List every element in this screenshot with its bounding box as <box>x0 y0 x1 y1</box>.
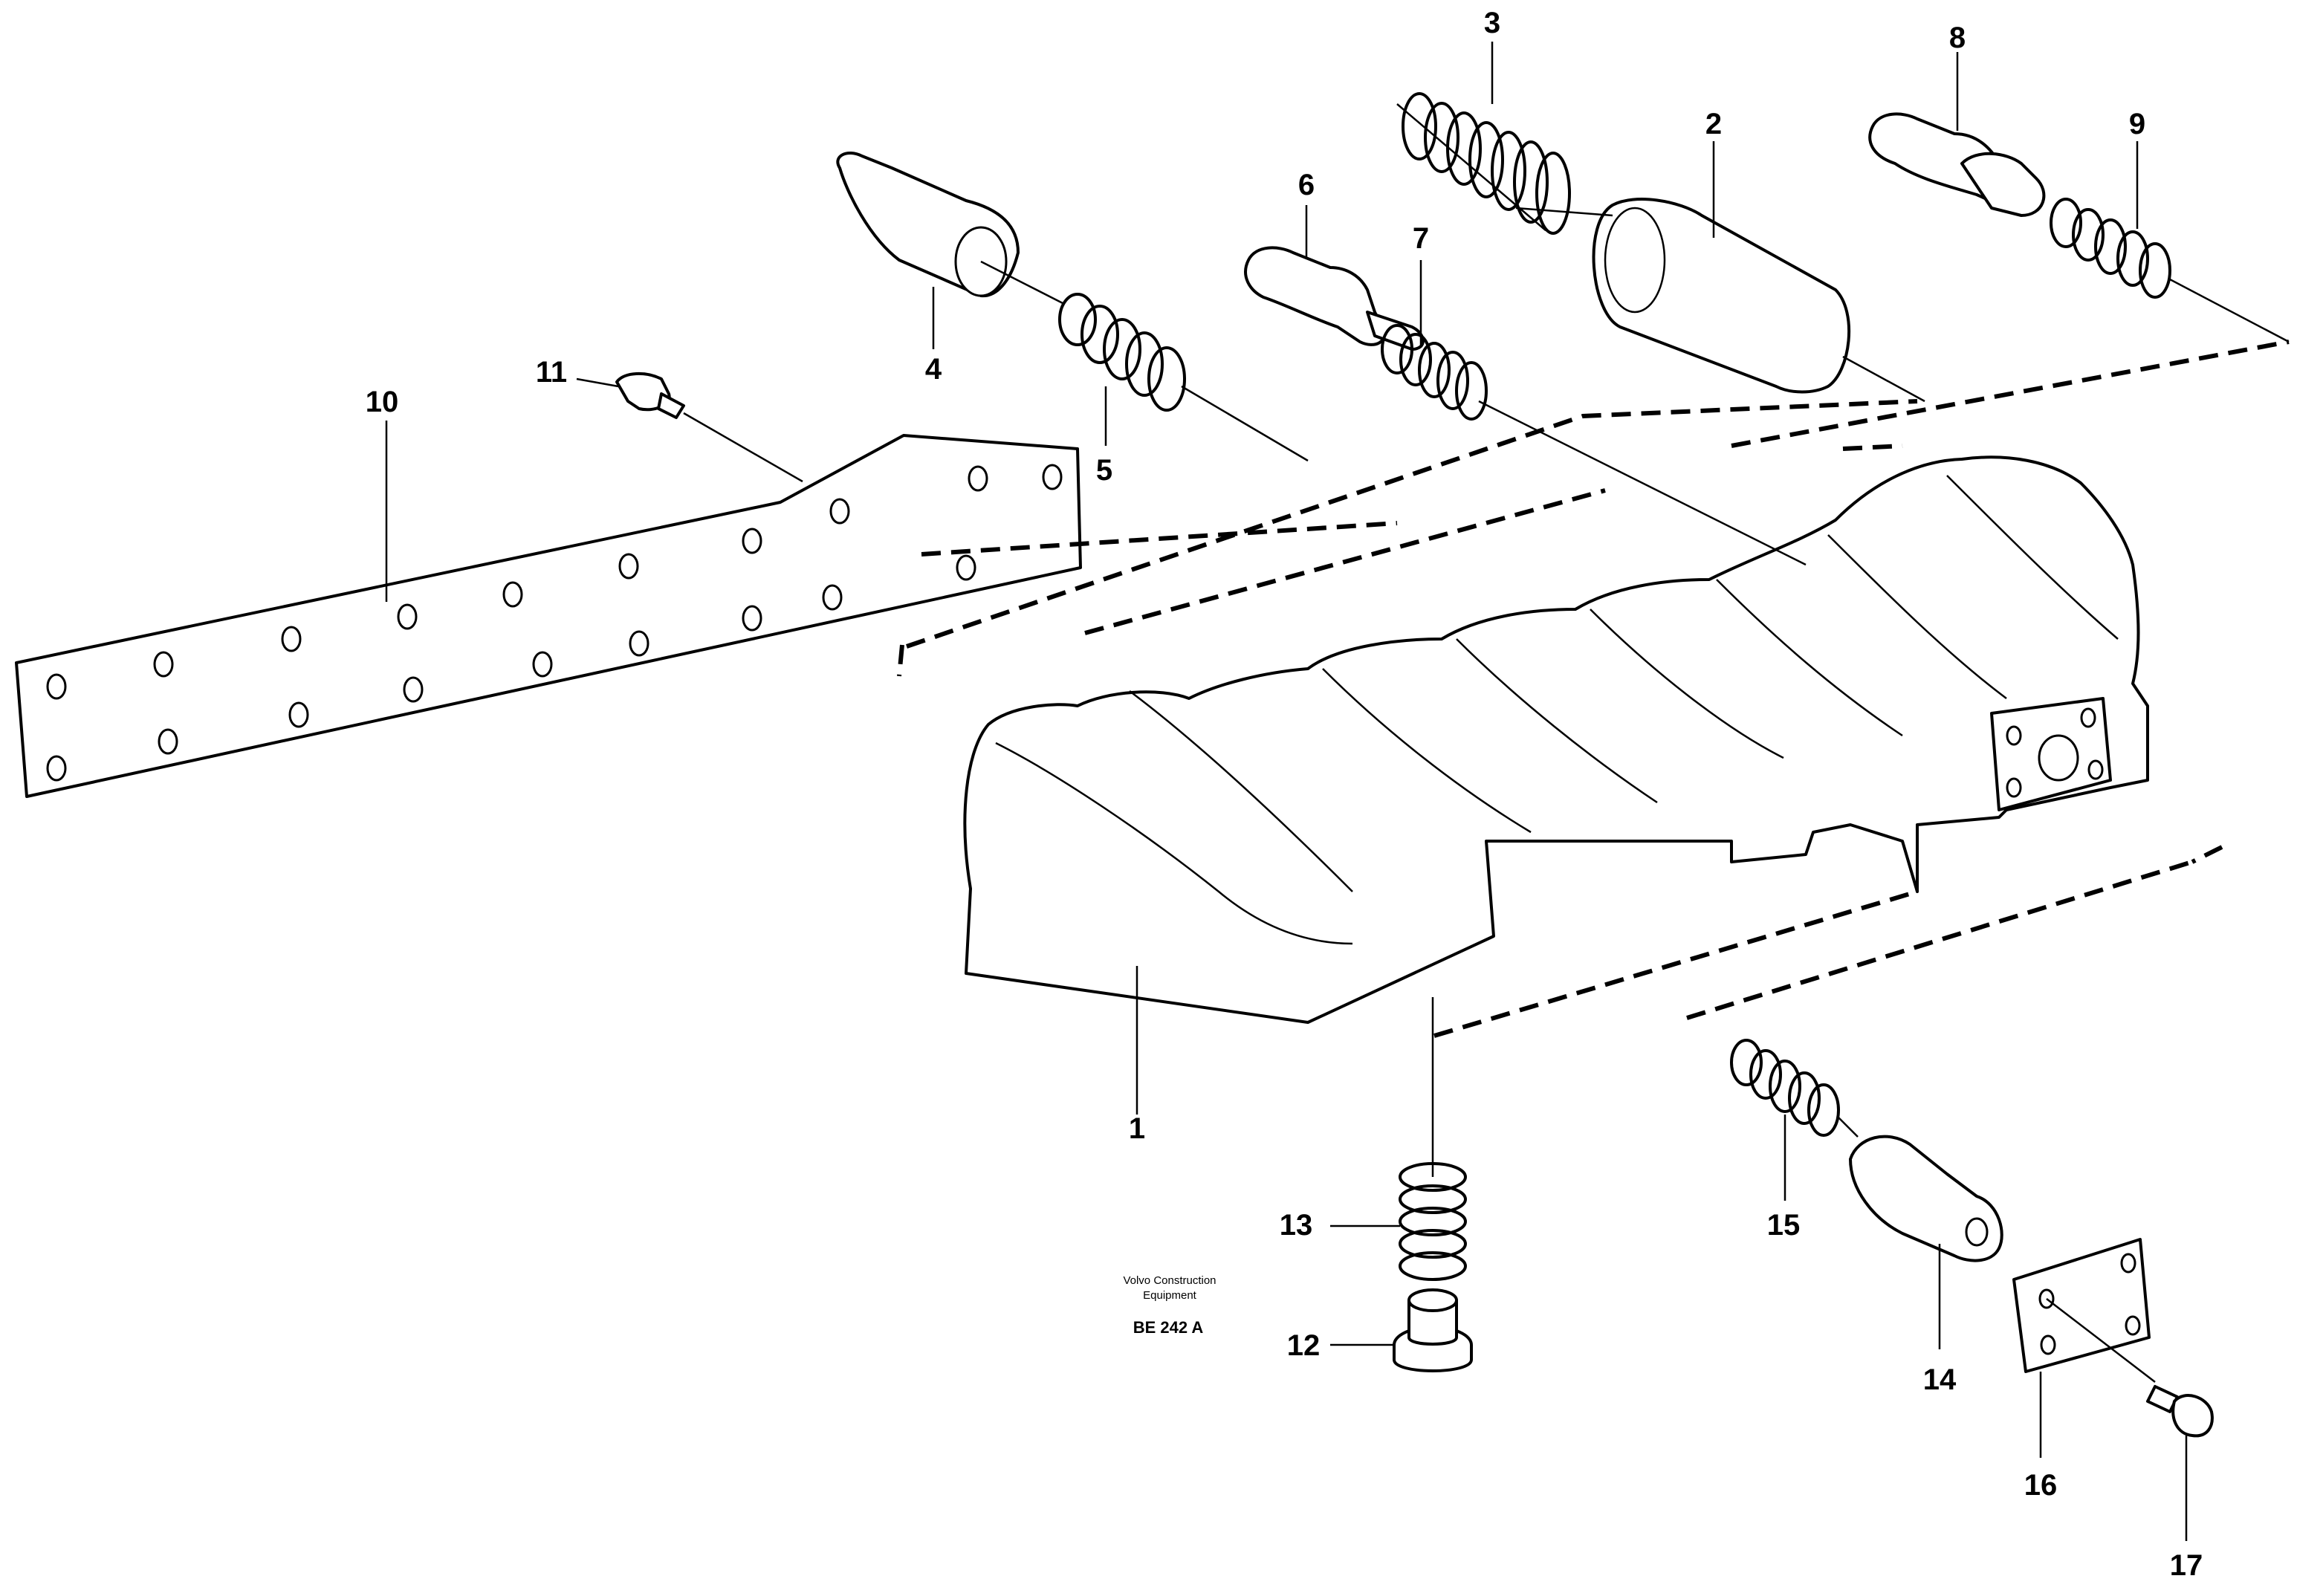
label-part-6: 6 <box>1298 169 1315 201</box>
valve-slide-8-drawing <box>1868 112 2046 217</box>
spring-13-drawing <box>1399 1162 1467 1281</box>
valve-housing-drawing <box>963 455 2149 1024</box>
label-part-3: 3 <box>1484 7 1500 39</box>
part-labels: 1 2 3 4 5 6 7 8 9 10 11 12 13 14 15 16 1… <box>366 7 2203 1582</box>
valve-slide-6-drawing <box>1244 246 1425 351</box>
plug-12-drawing <box>1393 1288 1473 1372</box>
piston-4-drawing <box>836 152 1063 305</box>
label-part-9: 9 <box>2129 108 2145 140</box>
assembly-dashed-lines <box>897 340 2290 1038</box>
label-part-1: 1 <box>1129 1112 1145 1145</box>
label-part-2: 2 <box>1705 108 1722 140</box>
screw-11-drawing <box>615 372 803 483</box>
screw-17-drawing <box>2146 1385 2214 1438</box>
figure-caption: Volvo Construction Equipment BE 242 A <box>1123 1274 1216 1337</box>
gasket-plate-drawing <box>15 434 1082 798</box>
label-part-12: 12 <box>1287 1329 1321 1362</box>
label-part-14: 14 <box>1923 1363 1957 1396</box>
label-part-17: 17 <box>2170 1549 2203 1582</box>
cover-16-drawing <box>2012 1238 2156 1383</box>
caption-company-line2: Equipment <box>1143 1289 1197 1302</box>
caption-figure-code: BE 242 A <box>1133 1318 1204 1337</box>
label-part-11: 11 <box>536 356 567 389</box>
label-part-8: 8 <box>1949 22 1966 54</box>
spring-3-drawing <box>1396 92 1571 235</box>
caption-company-line1: Volvo Construction <box>1123 1274 1216 1287</box>
leader-lines <box>385 42 2188 1541</box>
gasket-plate-holes <box>46 464 1063 782</box>
spring-9-drawing <box>2050 198 2290 343</box>
label-part-5: 5 <box>1096 454 1112 487</box>
label-part-13: 13 <box>1280 1209 1313 1242</box>
spring-7-drawing <box>1381 324 1807 566</box>
label-part-4: 4 <box>925 353 942 386</box>
piston-2-drawing <box>1515 198 1925 403</box>
label-part-15: 15 <box>1767 1209 1801 1242</box>
label-part-10: 10 <box>366 386 399 418</box>
label-part-16: 16 <box>2024 1469 2058 1502</box>
label-part-7: 7 <box>1413 222 1429 255</box>
valve-slide-14-drawing <box>1849 1135 2003 1262</box>
spring-5-drawing <box>1058 293 1309 462</box>
spring-15-drawing <box>1730 1039 1859 1138</box>
